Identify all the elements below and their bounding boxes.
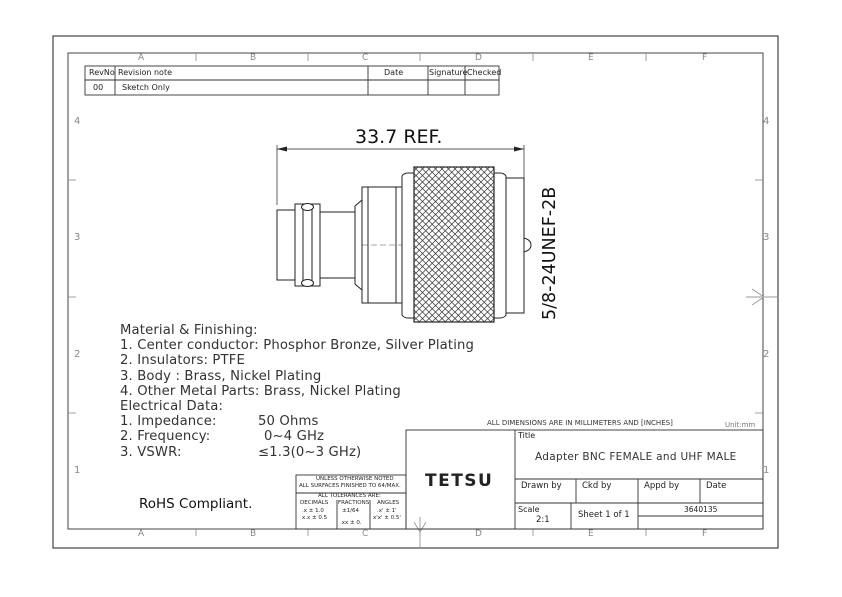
row-1-left: 1 [74,465,81,476]
material-item: 4. Other Metal Parts: Brass, Nickel Plat… [120,383,401,399]
body-taper [354,198,363,292]
zone-c-bottom: C [362,529,369,539]
tolerance-col-angles: ANGLES [377,500,400,506]
tolerance-decimal-2: x.x ± 0.5 [302,515,328,521]
rev-row-number: 00 [93,83,104,92]
rev-header-signature: Signature [429,68,468,77]
electrical-value: ≤1.3(0~3 GHz) [258,444,362,460]
tolerance-fraction-2: .xx ± 0. [340,520,362,526]
zone-a-bottom: A [138,529,145,539]
sheet-number: Sheet 1 of 1 [578,510,630,520]
electrical-item: 2. Frequency: 0~4 GHz [120,429,474,444]
tolerance-heading: ALL TOLERANCES ARE: [318,493,381,499]
row-3-right: 3 [763,232,770,243]
tolerance-fraction-1: ±1/64 [342,508,359,514]
drawn-by-label: Drawn by [521,481,562,491]
unit-label: Unit:mm [725,421,756,429]
appd-by-label: Appd by [644,481,680,491]
material-item: 2. Insulators: PTFE [120,353,245,369]
bayonet-pin-bottom [301,279,314,287]
zone-b-bottom: B [250,529,257,539]
electrical-value: 50 Ohms [258,414,319,430]
tolerance-decimal-1: .x ± 1.0 [302,508,324,514]
electrical-heading: Electrical Data: [120,399,224,415]
zone-a-top: A [138,53,145,63]
tolerance-col-decimals: DECIMALS [300,500,329,506]
zone-d-top: D [475,53,482,63]
dimensions-note: ALL DIMENSIONS ARE IN MILLIMETERS AND [I… [487,419,673,427]
rev-row-note: Sketch Only [122,83,170,92]
zone-f-bottom: F [702,529,708,539]
electrical-item: 3. VSWR: ≤1.3(0~3 GHz) [120,445,474,460]
nut-left-chamfer [401,172,415,319]
knurled-coupling-nut [413,166,495,323]
row-2-right: 2 [763,349,770,360]
material-item: 3. Body : Brass, Nickel Plating [120,368,322,384]
electrical-label: 1. Impedance: [120,414,217,430]
row-1-right: 1 [763,465,770,476]
row-3-left: 3 [74,232,81,243]
rohs-note: RoHS Compliant. [139,496,253,512]
row-4-left: 4 [74,116,81,127]
tolerance-col-fractions: FRACTIONS [338,500,370,506]
revision-table [84,65,500,96]
centering-marks [413,288,778,548]
uhf-plug-shell [505,177,525,314]
zone-b-top: B [250,53,257,63]
zone-e-top: E [588,53,594,63]
date-label: Date [706,481,727,491]
length-dimension-label: 33.7 REF. [355,126,443,148]
material-item: 1. Center conductor: Phosphor Bronze, Si… [120,338,475,354]
tolerance-note-line1: UNLESS OTHERWISE NOTED [316,476,394,482]
bayonet-pin-top [301,203,314,211]
electrical-label: 2. Frequency: [120,429,211,445]
material-heading: Material & Finishing: [120,323,258,338]
tolerance-angle-1: .x' ± 1' [377,508,397,514]
row-2-left: 2 [74,349,81,360]
zone-d-bottom: D [475,529,482,539]
electrical-item: 1. Impedance: 50 Ohms [120,414,474,429]
bnc-jack-body [276,209,296,281]
scale-value: 2:1 [536,515,550,525]
electrical-value: 0~4 GHz [264,429,325,445]
scale-label: Scale [518,505,540,514]
zone-e-bottom: E [588,529,594,539]
length-dimension [276,145,525,205]
rev-header-note: Revision note [118,68,172,77]
rev-header-checked: Checked [467,68,502,77]
bnc-neck [319,211,356,279]
uhf-center-pin [523,237,532,253]
tolerance-angle-2: x'x' ± 0.5' [373,515,401,521]
bnc-bayonet-collar [294,203,321,287]
outer-frame [52,35,779,549]
drawing-title: Adapter BNC FEMALE and UHF MALE [535,451,737,463]
rev-header-date: Date [384,68,404,77]
thread-spec-label: 5/8-24UNEF-2B [540,186,560,320]
row-4-right: 4 [763,116,770,127]
zone-c-top: C [362,53,369,63]
rev-header-revno: RevNo [89,68,115,77]
title-block [295,429,764,530]
drawing-number: 3640135 [684,505,718,514]
title-label: Title [518,431,536,440]
nut-right-chamfer [493,172,507,319]
tolerance-note-line2: ALL SURFACES FINISHED TO 64/MAX. [299,483,401,489]
electrical-label: 3. VSWR: [120,444,182,460]
specification-notes: Material & Finishing: 1. Center conducto… [120,323,474,460]
ckd-by-label: Ckd by [582,481,612,491]
company-logo-text: TETSU [425,471,494,491]
zone-f-top: F [702,53,708,63]
connector-drawing [276,145,532,323]
